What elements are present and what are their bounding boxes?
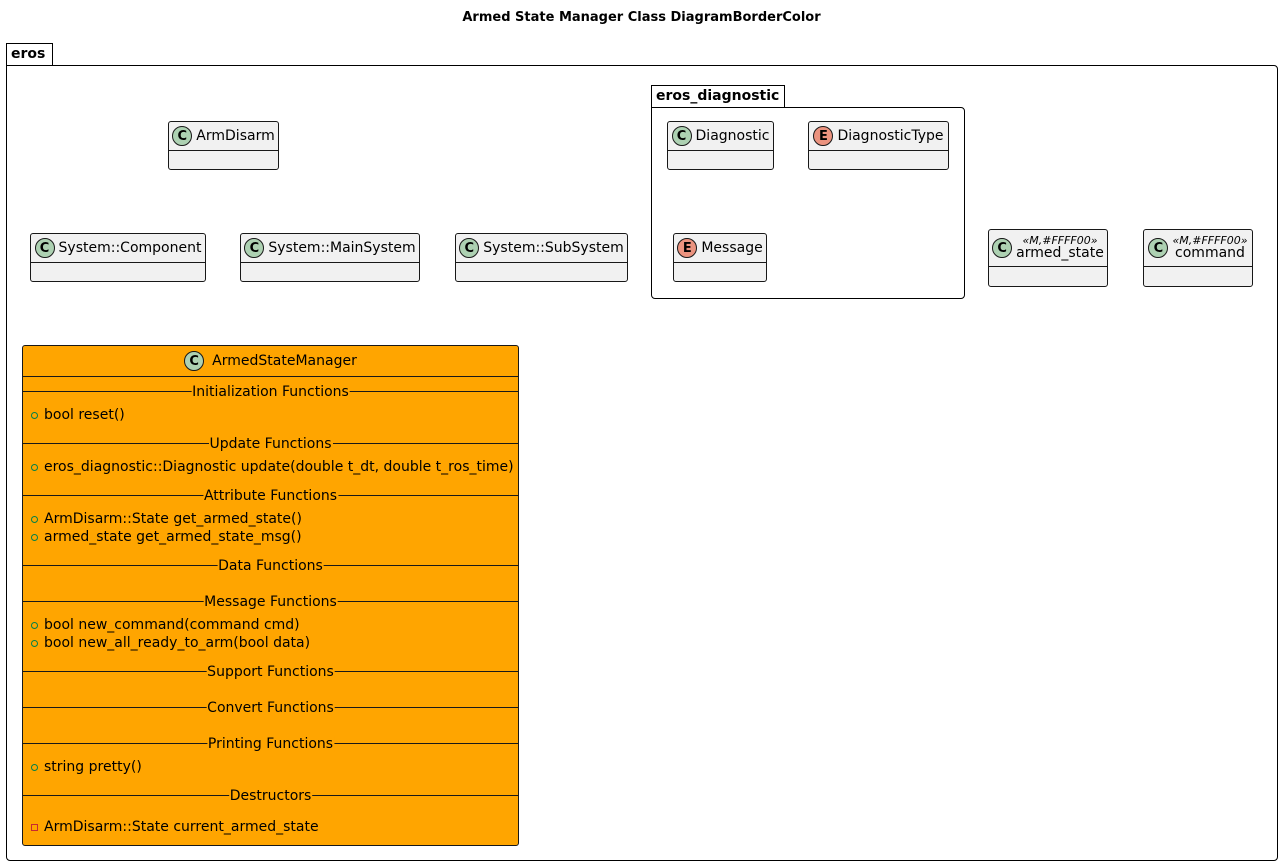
enum-icon: E — [677, 238, 698, 258]
class-icon: C — [459, 238, 480, 258]
public-icon — [31, 463, 38, 471]
class-icon: C — [184, 351, 205, 371]
class-name: Diagnostic — [695, 128, 770, 144]
section-printing: Printing Functions — [23, 736, 518, 758]
class-separator — [456, 262, 627, 271]
public-icon — [31, 411, 38, 419]
method-new-command: bool new_command(command cmd) — [23, 616, 518, 634]
class-icon: C — [992, 238, 1013, 258]
class-armed-state[interactable]: C «M,#FFFF00» armed_state — [988, 229, 1108, 287]
package-eros — [6, 65, 1278, 861]
section-update: Update Functions — [23, 436, 518, 458]
class-name: System::Component — [58, 240, 202, 256]
class-name: ArmDisarm — [196, 128, 275, 144]
section-support: Support Functions — [23, 664, 518, 686]
class-separator — [809, 150, 948, 159]
class-separator — [674, 262, 766, 271]
public-icon — [31, 533, 38, 541]
class-name: armed_state — [1016, 245, 1104, 262]
public-icon — [31, 515, 38, 523]
class-stereotype: «M,#FFFF00» — [1172, 233, 1248, 247]
class-command[interactable]: C «M,#FFFF00» command — [1143, 229, 1253, 287]
class-stereotype: «M,#FFFF00» — [1022, 233, 1098, 247]
class-separator — [169, 150, 278, 159]
class-separator — [31, 262, 205, 271]
class-icon: C — [34, 238, 55, 258]
class-header: C ArmedStateManager — [23, 346, 518, 377]
package-eros-diagnostic — [651, 107, 965, 299]
class-name: command — [1175, 245, 1245, 262]
class-icon: C — [172, 126, 193, 146]
method-pretty: string pretty() — [23, 758, 518, 776]
diagram-title: Armed State Manager Class DiagramBorderC… — [462, 10, 821, 25]
class-separator — [241, 262, 419, 271]
method-new-all-ready-to-arm: bool new_all_ready_to_arm(bool data) — [23, 634, 518, 652]
section-initialization: Initialization Functions — [23, 384, 518, 406]
package-eros-tab: eros — [6, 43, 53, 66]
class-name: System::SubSystem — [483, 240, 624, 256]
class-name: Message — [701, 240, 763, 256]
enum-icon: E — [813, 126, 834, 146]
method-get-armed-state-msg: armed_state get_armed_state_msg() — [23, 528, 518, 546]
method-get-armed-state: ArmDisarm::State get_armed_state() — [23, 510, 518, 528]
class-separator — [668, 150, 773, 159]
method-reset: bool reset() — [23, 406, 518, 424]
section-destructors: Destructors — [23, 788, 518, 810]
class-icon: C — [1148, 238, 1169, 258]
method-update: eros_diagnostic::Diagnostic update(doubl… — [23, 458, 518, 476]
section-convert: Convert Functions — [23, 700, 518, 722]
class-icon: C — [671, 126, 692, 146]
class-name: System::MainSystem — [268, 240, 416, 256]
class-separator — [989, 266, 1107, 275]
private-icon — [31, 823, 38, 831]
class-name: DiagnosticType — [837, 128, 944, 144]
section-attribute: Attribute Functions — [23, 488, 518, 510]
public-icon — [31, 763, 38, 771]
public-icon — [31, 621, 38, 629]
section-data: Data Functions — [23, 558, 518, 580]
public-icon — [31, 639, 38, 647]
section-message: Message Functions — [23, 594, 518, 616]
package-eros-diagnostic-tab: eros_diagnostic — [651, 85, 785, 108]
class-armedstatemanager[interactable]: C ArmedStateManager Initialization Funct… — [22, 345, 519, 846]
class-icon: C — [244, 238, 265, 258]
field-current-armed-state: ArmDisarm::State current_armed_state — [23, 818, 518, 836]
class-name: ArmedStateManager — [212, 353, 357, 369]
class-separator — [1144, 266, 1252, 275]
